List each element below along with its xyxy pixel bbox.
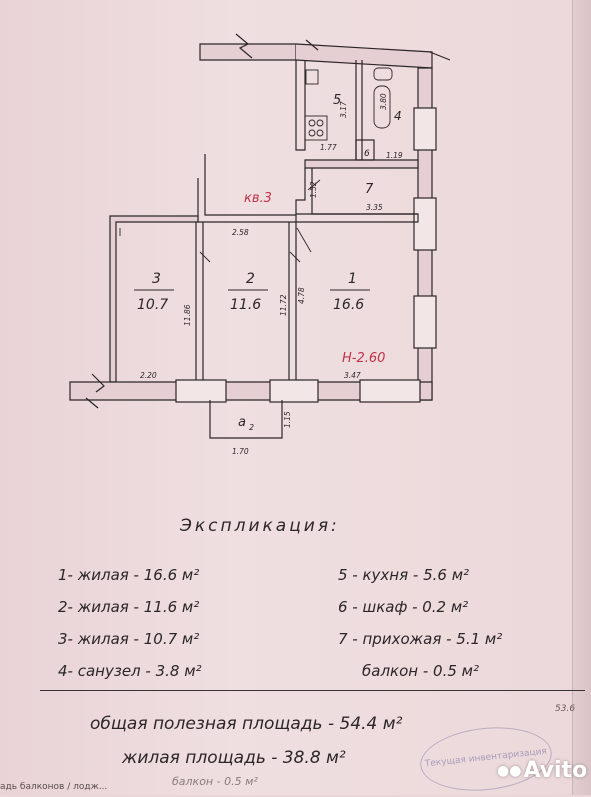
avito-brand-text: Avito [523,758,588,783]
ceiling-height-mark: Н-2.60 [342,351,385,366]
fixtures [119,67,393,263]
legend-item-3: 3- жилая - 10.7 м² [58,630,200,648]
dim-room3-length: 11.86 [183,304,192,326]
total-useful-area: общая полезная площадь - 54.4 м² [90,714,403,734]
balcony-mark: а [238,415,246,430]
dim-room2-length: 11.72 [279,294,288,316]
total-living-area: жилая площадь - 38.8 м² [122,748,346,768]
dim-kitchen-width: 1.77 [320,143,337,152]
dim-balcony-depth: 1.15 [283,411,292,428]
dim-room1-width: 3.47 [344,371,361,380]
plan-walls [69,33,451,439]
explication-title: Экспликация: [180,516,340,536]
divider-line [40,690,585,691]
dim-room3-width: 2.20 [140,371,157,380]
useful-area-correction: 53.6 [555,704,576,714]
crossed-balcony-area: балкон - 0.5 м² [172,775,258,788]
balcony-mark-subscript: 2 [249,423,254,432]
dim-room1-length: 4.78 [297,287,306,304]
paper-edge [572,0,591,795]
dim-hall-width: 1.52 [309,181,318,198]
legend-item-7: 7 - прихожая - 5.1 м² [338,630,503,648]
dim-wc-width: 1.19 [386,151,403,160]
legend-item-2: 2- жилая - 11.6 м² [58,598,200,616]
legend-item-4: 4- санузел - 3.8 м² [58,662,202,680]
floor-plan: 5 4 6 7 1 16.6 2 11.6 3 10.7 3.17 1.77 1… [69,33,451,456]
room-3-area: 10.7 [137,297,168,313]
dim-hall-length: 3.35 [366,203,383,212]
room-1-number: 1 [348,271,357,287]
avito-logo-icon: ●● [497,763,522,779]
legend-item-5: 5 - кухня - 5.6 м² [338,566,470,584]
room-3-number: 3 [152,271,161,287]
dim-balcony-width: 1.70 [232,447,249,456]
dimension-labels: 3.17 1.77 1.19 3.80 1.52 3.35 2.58 11.86… [140,93,403,456]
room-1-area: 16.6 [333,297,364,313]
apartment-mark: кв.3 [244,191,272,206]
room-2-number: 2 [246,271,255,287]
avito-watermark: ●●Avito [497,758,587,783]
dim-kitchen-length: 3.17 [339,101,348,118]
legend-item-balcony: балкон - 0.5 м² [362,662,479,680]
room-6-number: 6 [364,149,370,159]
room-5-number: 5 [333,93,341,108]
room-7-number: 7 [365,182,374,197]
room-2-area: 11.6 [230,297,261,313]
legend-item-6: 6 - шкаф - 0.2 м² [338,598,469,616]
footer-cut-text: адь балконов / лодж... [0,782,108,792]
room-labels: 5 4 6 7 1 16.6 2 11.6 3 10.7 [134,93,402,313]
legend-item-1: 1- жилая - 16.6 м² [58,566,200,584]
room-4-number: 4 [394,109,402,123]
dim-wc-length: 3.80 [379,93,388,110]
plan-annotations: кв.3 Н-2.60 а 2 [238,191,385,432]
dim-room2-width: 2.58 [232,228,249,237]
